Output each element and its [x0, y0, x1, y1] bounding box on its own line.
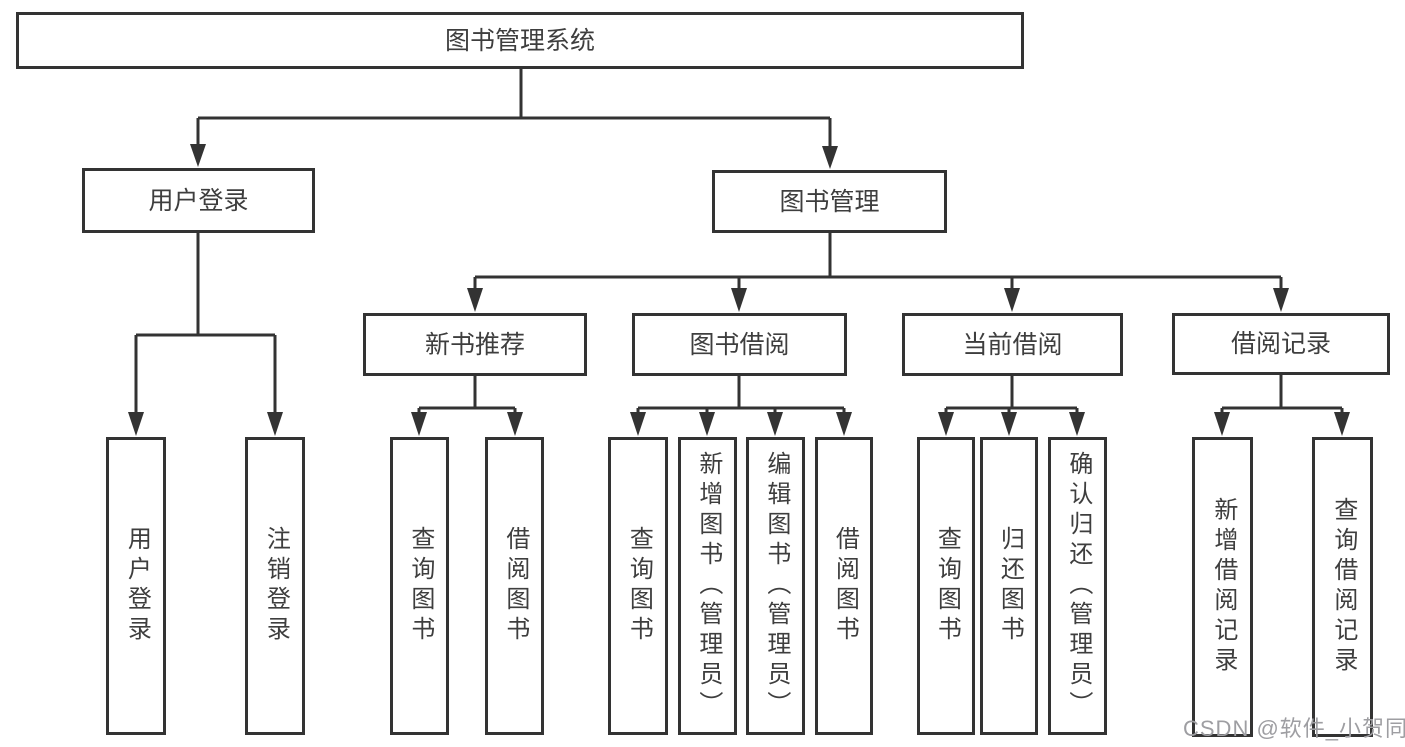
leaf-borrow-edit-books-admin: 编辑图书（管理员）: [746, 437, 805, 735]
leaf-newbook-borrow-books: 借阅图书: [485, 437, 544, 735]
leaf-current-confirm-return-admin: 确认归还（管理员）: [1048, 437, 1107, 735]
leaf-records-search-borrow-record: 查询借阅记录: [1312, 437, 1373, 737]
leaf-current-return-books: 归还图书: [980, 437, 1038, 735]
node-book-borrowing: 图书借阅: [632, 313, 847, 376]
node-user-login: 用户登录: [82, 168, 315, 233]
node-library-system: 图书管理系统: [16, 12, 1024, 69]
leaf-borrow-search-books: 查询图书: [608, 437, 668, 735]
leaf-borrow-add-books-admin: 新增图书（管理员）: [678, 437, 737, 735]
node-new-book-recommend: 新书推荐: [363, 313, 587, 376]
leaf-records-add-borrow-record: 新增借阅记录: [1192, 437, 1253, 737]
node-borrow-records: 借阅记录: [1172, 313, 1390, 375]
leaf-current-search-books: 查询图书: [917, 437, 975, 735]
leaf-borrow-borrow-books: 借阅图书: [815, 437, 873, 735]
leaf-logout: 注销登录: [245, 437, 305, 735]
node-book-management: 图书管理: [712, 170, 947, 233]
node-current-borrowing: 当前借阅: [902, 313, 1123, 376]
leaf-user-login: 用户登录: [106, 437, 166, 735]
csdn-watermark: CSDN @软件_小贺同学: [1183, 716, 1405, 741]
leaf-newbook-search-books: 查询图书: [390, 437, 449, 735]
